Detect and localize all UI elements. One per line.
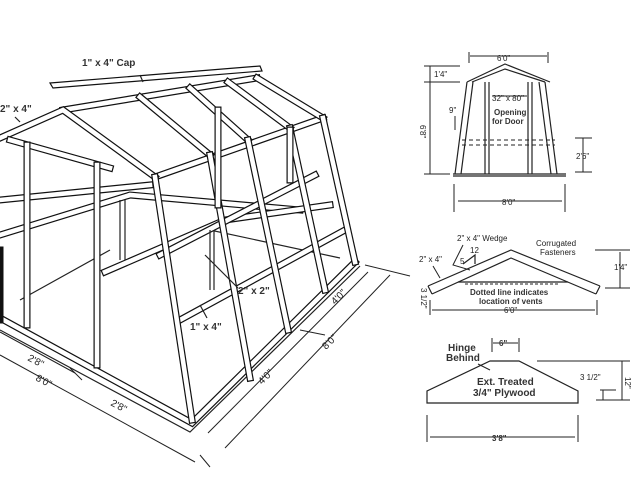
side-dim-seg2: 4'0" (256, 367, 276, 387)
material-1: Ext. Treated (477, 377, 534, 388)
rail-leader (199, 304, 208, 319)
hinge-label-2: Behind (446, 353, 480, 364)
end-base-width: 8'0" (502, 198, 515, 207)
ridge-and-cap (48, 65, 263, 115)
panel-width: 3'8" (492, 434, 507, 443)
pitch-run: 12 (470, 246, 479, 255)
door-label-1: Opening (494, 108, 527, 117)
panel-edge-height: 3 1/2" (580, 373, 601, 382)
pitch-rise: 5 (460, 257, 465, 266)
rafter-label: 2" x 4" (0, 104, 32, 115)
wall-studs (0, 106, 360, 424)
rail-height: 2'6" (576, 152, 589, 161)
member-label: 2" x 4" (419, 255, 442, 264)
rail-label: 1" x 4" (190, 322, 222, 333)
greenhouse-frame-drawing: 2" x 4" 1" x 4" Cap 2" x 2" 1" x 4" 2'8"… (0, 58, 411, 468)
front-dim-seg2: 2'8" (109, 398, 129, 416)
front-dim-total: 8'0" (34, 373, 54, 391)
side-dim-seg1: 4'0" (329, 287, 349, 307)
brace-leader (204, 254, 239, 289)
end-wall-height: 6'8" (418, 125, 427, 138)
vents-label-2: location of vents (479, 297, 543, 306)
truss-span: 6'0" (504, 306, 517, 315)
hinge-label-1: Hinge (448, 343, 476, 354)
truss-height: 1'4" (614, 263, 627, 272)
material-2: 3/4" Plywood (473, 388, 536, 399)
door-label-2: for Door (492, 117, 524, 126)
end-offset: 9" (449, 106, 456, 115)
end-top-width: 6'0" (497, 54, 510, 63)
truss-view-drawing: 12 5 2" x 4" Wedge Corrugated Fasteners … (419, 234, 630, 315)
door-size: 32" x 80" (492, 94, 524, 103)
panel-top-width: 6" (499, 339, 507, 348)
end-view-drawing: 6'0" 1'4" 6'8" 9" 32" x 80" Opening for … (418, 52, 592, 212)
panel-height: 12" (623, 377, 632, 389)
brace-label: 2" x 2" (238, 286, 270, 297)
heel-dim: 3 1/2" (419, 288, 428, 309)
roof-cap (48, 65, 263, 89)
end-roof-height: 1'4" (434, 70, 447, 79)
gable-panel-drawing: 6" Hinge Behind Ext. Treated 3/4" Plywoo… (426, 338, 632, 443)
vents-label-1: Dotted line indicates (470, 288, 549, 297)
cap-label: 1" x 4" Cap (82, 58, 135, 69)
wedge-label: 2" x 4" Wedge (457, 234, 508, 243)
side-dim-total: 8'0" (320, 332, 340, 352)
fasteners-label-2: Fasteners (540, 248, 576, 257)
rafter-leader (14, 116, 21, 123)
fasteners-label-1: Corrugated (536, 239, 576, 248)
